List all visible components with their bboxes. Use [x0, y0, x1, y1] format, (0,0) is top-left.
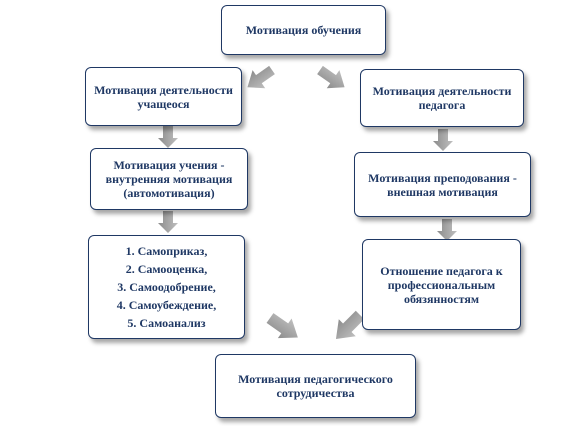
node-teacher-activity-motivation: Мотивация деятельности педагога: [360, 69, 524, 127]
arrow-left2-to-left3: [158, 211, 178, 233]
arrow-left1-to-left2: [158, 126, 178, 148]
list-item: 5. Самоанализ: [127, 316, 206, 330]
list-item: 3. Самоодобрение,: [117, 280, 216, 294]
arrow-top-to-left: [247, 65, 275, 89]
arrow-right2-to-right3: [437, 219, 457, 241]
node-label: Мотивация деятельности педагога: [372, 84, 512, 112]
node-pedagogical-cooperation: Мотивация педагогического сотрудичества: [215, 354, 416, 418]
node-label: Мотивация деятельности учащеося: [94, 82, 233, 111]
node-student-activity-motivation: Мотивация деятельности учащеося: [85, 67, 242, 126]
node-learning-motivation: Мотивация обучения: [221, 5, 386, 55]
list-item: 2. Самооценка,: [125, 262, 208, 276]
node-internal-motivation: Мотивация учения - внутренняя мотивация …: [90, 148, 248, 210]
list-item: 1. Самоприказ,: [125, 244, 208, 258]
node-self-motivation-list: 1. Самоприказ, 2. Самооценка, 3. Самоодо…: [88, 235, 245, 339]
node-label: Мотивация учения - внутренняя мотивация …: [105, 158, 233, 200]
node-label: Отношение педагога к професcиональным об…: [380, 263, 503, 306]
node-label: Мотивация преподования - внешная мотивац…: [368, 170, 517, 199]
node-external-motivation: Мотивация преподования - внешная мотивац…: [354, 152, 531, 217]
arrow-right3-to-bottom: [335, 310, 365, 340]
arrow-top-to-right: [317, 65, 345, 89]
arrow-left3-to-bottom: [266, 313, 298, 339]
node-teacher-attitude: Отношение педагога к професcиональным об…: [362, 239, 521, 330]
node-label: Мотивация педагогического сотрудичества: [238, 372, 393, 400]
arrow-right1-to-right2: [433, 129, 453, 151]
node-label: Мотивация обучения: [245, 23, 362, 37]
list-item: 4. Самоубеждение,: [116, 298, 217, 312]
